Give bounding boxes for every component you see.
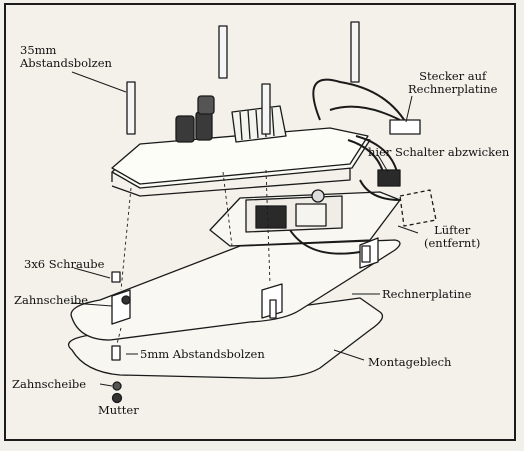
alignment-lines bbox=[115, 169, 271, 349]
label-nut: Mutter bbox=[98, 403, 139, 417]
label-plug-line1: Stecker auf bbox=[419, 69, 487, 83]
label-washer-bottom: Zahnscheibe bbox=[12, 377, 87, 391]
hardware bbox=[111, 245, 371, 404]
mounting-plate bbox=[67, 297, 384, 379]
label-washer-top: Zahnscheibe bbox=[14, 293, 89, 307]
label-fan-line1: Lüfter bbox=[434, 223, 471, 237]
leader-lines bbox=[71, 71, 419, 387]
label-plug-line2: Rechnerplatine bbox=[408, 82, 498, 96]
label-35mm-standoff: 35mm Abstandsbolzen bbox=[20, 44, 112, 70]
computer-board bbox=[70, 237, 401, 341]
top-board bbox=[111, 95, 371, 197]
label-mounting-plate: Montageblech bbox=[368, 355, 452, 369]
label-plug: Stecker auf Rechnerplatine bbox=[408, 70, 497, 96]
switch bbox=[377, 169, 401, 187]
label-fan: Lüfter (entfernt) bbox=[424, 224, 480, 250]
label-switch: hier Schalter abzwicken bbox=[368, 145, 510, 159]
standoff-35mm bbox=[126, 21, 360, 135]
label-35mm-standoff-line1: 35mm bbox=[20, 43, 57, 57]
label-screw: 3x6 Schraube bbox=[24, 257, 105, 271]
label-fan-line2: (entfernt) bbox=[424, 236, 481, 250]
label-5mm-standoff: 5mm Abstandsbolzen bbox=[140, 347, 265, 361]
label-35mm-standoff-line2: Abstandsbolzen bbox=[20, 56, 112, 70]
power-supply-board bbox=[209, 189, 437, 247]
label-computer-board: Rechnerplatine bbox=[382, 287, 472, 301]
plug bbox=[389, 119, 421, 135]
